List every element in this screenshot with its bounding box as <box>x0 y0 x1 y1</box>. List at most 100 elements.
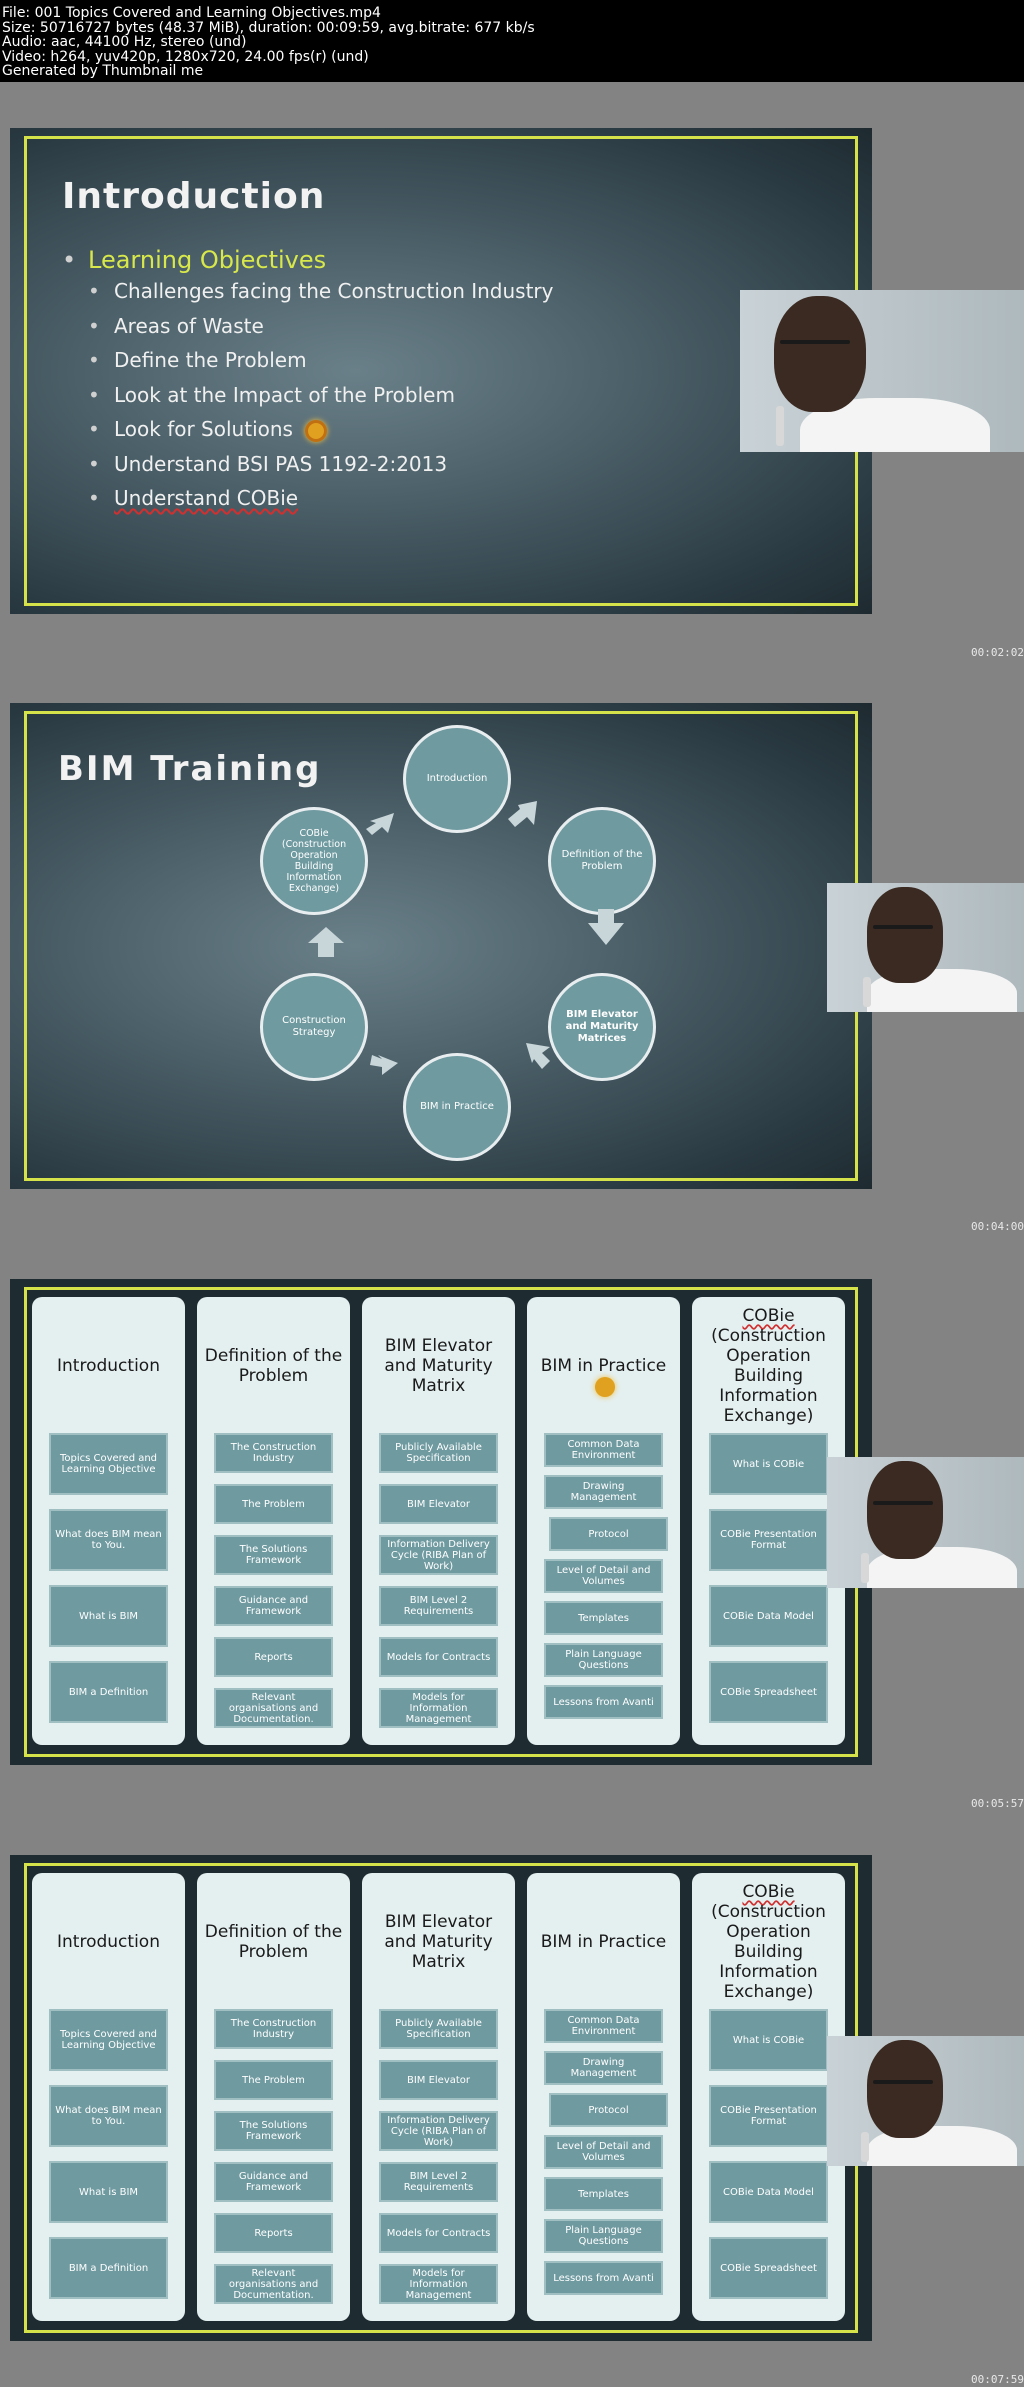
timestamp: 00:02:02 <box>971 646 1024 659</box>
presenter-webcam <box>827 883 1024 1012</box>
topic-box: Relevant organisations and Documentation… <box>214 2264 333 2304</box>
topic-box: COBie Presentation Format <box>709 1509 828 1571</box>
topic-box: Models for Information Management <box>379 1688 498 1728</box>
topic-box: What is COBie <box>709 2009 828 2071</box>
objectives-list: Learning Objectives Challenges facing th… <box>62 246 554 516</box>
cycle-node-introduction: Introduction <box>403 725 511 833</box>
microphone-icon <box>776 406 784 446</box>
slide-title: Introduction <box>62 176 326 217</box>
column-cobie: COBie(Construction Operation Building In… <box>692 1297 845 1745</box>
topic-box: The Solutions Framework <box>214 1535 333 1575</box>
topic-box: Models for Information Management <box>379 2264 498 2304</box>
size-line: Size: 50716727 bytes (48.37 MiB), durati… <box>2 19 535 36</box>
topic-box: What is BIM <box>49 2161 168 2223</box>
topic-box: COBie Presentation Format <box>709 2085 828 2147</box>
cycle-node-cobie: COBie (Construction Operation Building I… <box>260 807 368 915</box>
timestamp: 00:04:00 <box>971 1220 1024 1233</box>
topic-box: Information Delivery Cycle (RIBA Plan of… <box>379 2111 498 2151</box>
objective-item: Look at the Impact of the Problem <box>88 378 554 413</box>
column-introduction: Introduction Topics Covered and Learning… <box>32 1873 185 2321</box>
topic-box: The Construction Industry <box>214 1433 333 1473</box>
topic-box: BIM Level 2 Requirements <box>379 1586 498 1626</box>
presenter-head <box>867 887 943 983</box>
presenter-head <box>867 2040 943 2138</box>
topic-box: COBie Spreadsheet <box>709 2237 828 2299</box>
topic-box: Plain Language Questions <box>544 2219 663 2253</box>
microphone-icon <box>863 977 871 1007</box>
objective-item: Areas of Waste <box>88 309 554 344</box>
cycle-node-definition: Definition of the Problem <box>548 807 656 915</box>
presenter-webcam <box>827 1457 1024 1588</box>
column-title: BIM in Practice <box>540 1932 667 1952</box>
topic-box: Information Delivery Cycle (RIBA Plan of… <box>379 1535 498 1575</box>
topic-box: Relevant organisations and Documentation… <box>214 1688 333 1728</box>
topic-box: The Problem <box>214 2060 333 2100</box>
pointer-highlight-icon <box>595 1377 615 1397</box>
column-title: BIM Elevator and Maturity Matrix <box>384 1336 493 1396</box>
presenter-head <box>867 1461 943 1559</box>
objective-item: Look for Solutions <box>88 412 554 447</box>
column-bim-practice: BIM in Practice Common Data Environment … <box>527 1873 680 2321</box>
generator-line: Generated by Thumbnail me <box>2 63 204 80</box>
topic-box: Guidance and Framework <box>214 2162 333 2202</box>
timestamp: 00:07:59 <box>971 2373 1024 2386</box>
topic-box: Models for Contracts <box>379 1637 498 1677</box>
cycle-node-bim-elevator: BIM Elevator and Maturity Matrices <box>548 973 656 1081</box>
topic-box: Level of Detail and Volumes <box>544 2135 663 2169</box>
column-title: COBie(Construction Operation Building In… <box>711 1882 826 2002</box>
topic-box: Reports <box>214 1637 333 1677</box>
column-title: BIM Elevator and Maturity Matrix <box>384 1912 493 1972</box>
topic-box: BIM Elevator <box>379 1484 498 1524</box>
column-title: Introduction <box>57 1356 160 1376</box>
column-bim-elevator: BIM Elevator and Maturity Matrix Publicl… <box>362 1873 515 2321</box>
topic-box: The Problem <box>214 1484 333 1524</box>
topic-box: Drawing Management <box>544 2051 663 2085</box>
topic-box: Publicly Available Specification <box>379 2009 498 2049</box>
topic-box: Common Data Environment <box>544 1433 663 1467</box>
topic-box: What does BIM mean to You. <box>49 2085 168 2147</box>
pointer-highlight-icon <box>304 419 327 442</box>
objective-item: Define the Problem <box>88 343 554 378</box>
audio-line: Audio: aac, 44100 Hz, stereo (und) <box>2 34 247 51</box>
topic-box: COBie Data Model <box>709 2161 828 2223</box>
timestamp: 00:05:57 <box>971 1797 1024 1810</box>
topic-box: BIM Elevator <box>379 2060 498 2100</box>
topic-box: Drawing Management <box>544 1475 663 1509</box>
column-definition: Definition of the Problem The Constructi… <box>197 1873 350 2321</box>
topic-box: Lessons from Avanti <box>544 1685 663 1719</box>
topic-box: COBie Spreadsheet <box>709 1661 828 1723</box>
presenter-head <box>774 296 866 412</box>
column-title: Introduction <box>57 1932 160 1952</box>
topic-box: Protocol <box>549 2093 668 2127</box>
cycle-node-construction-strategy: Construction Strategy <box>260 973 368 1081</box>
column-bim-elevator: BIM Elevator and Maturity Matrix Publicl… <box>362 1297 515 1745</box>
presenter-webcam <box>740 290 1024 452</box>
column-title: Definition of the Problem <box>204 1922 343 1962</box>
objective-item: Understand COBie <box>88 481 554 516</box>
video-line: Video: h264, yuv420p, 1280x720, 24.00 fp… <box>2 48 369 65</box>
column-cobie: COBie(Construction Operation Building In… <box>692 1873 845 2321</box>
topic-box: Reports <box>214 2213 333 2253</box>
objective-item: Understand BSI PAS 1192-2:2013 <box>88 447 554 482</box>
topic-box: What does BIM mean to You. <box>49 1509 168 1571</box>
objective-item: Challenges facing the Construction Indus… <box>88 274 554 309</box>
learning-objectives-heading: Learning Objectives <box>62 246 554 274</box>
slide-title: BIM Training <box>58 749 322 789</box>
column-bim-practice: BIM in Practice Common Data Environment … <box>527 1297 680 1745</box>
topic-box: What is BIM <box>49 1585 168 1647</box>
topic-box: The Construction Industry <box>214 2009 333 2049</box>
topic-box: Topics Covered and Learning Objective <box>49 1433 168 1495</box>
topic-box: BIM a Definition <box>49 2237 168 2299</box>
file-line: File: 001 Topics Covered and Learning Ob… <box>2 5 381 21</box>
topic-box: BIM Level 2 Requirements <box>379 2162 498 2202</box>
microphone-icon <box>861 2132 869 2162</box>
topic-box: Models for Contracts <box>379 2213 498 2253</box>
topic-box: Common Data Environment <box>544 2009 663 2043</box>
topic-box: Templates <box>544 2177 663 2211</box>
slide-course-matrix: Introduction Topics Covered and Learning… <box>10 1855 872 2341</box>
topic-box: Plain Language Questions <box>544 1643 663 1677</box>
column-title: COBie(Construction Operation Building In… <box>711 1306 826 1426</box>
presenter-webcam <box>827 2036 1024 2166</box>
topic-box: COBie Data Model <box>709 1585 828 1647</box>
topic-box: Level of Detail and Volumes <box>544 1559 663 1593</box>
